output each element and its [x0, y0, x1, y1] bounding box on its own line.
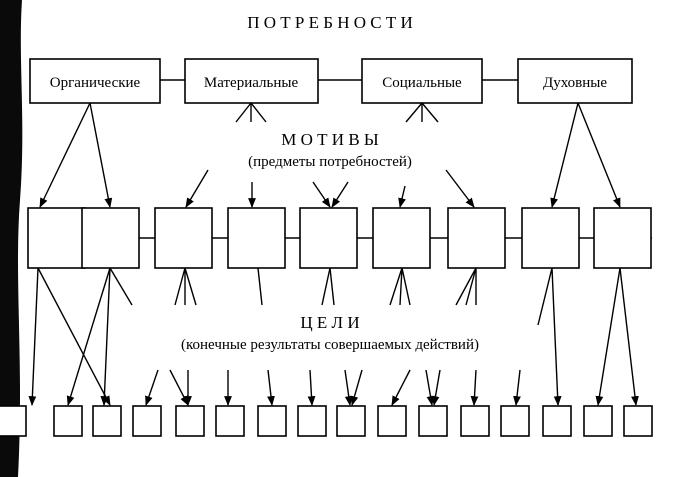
arrow-box1-to-goal [28, 267, 39, 406]
goal-box [53, 405, 83, 437]
arrow-goal [145, 369, 159, 406]
fan-line [399, 267, 403, 306]
arrow-organic-to-box2 [89, 102, 113, 208]
goal-box [215, 405, 245, 437]
motive-box [154, 207, 213, 269]
goal-box [0, 405, 27, 437]
arrow-spiritual-to-box8 [550, 102, 579, 208]
arrow-box1-to-goal [37, 267, 111, 406]
need-box-organic [29, 58, 161, 104]
motive-box [593, 207, 652, 269]
motive-box [81, 207, 140, 269]
arrow-goal [470, 369, 479, 406]
needs-row: Органические Материальные Социальные Дух… [29, 58, 633, 104]
goal-box [583, 405, 613, 437]
arrow-goal [344, 369, 353, 406]
goal-box [175, 405, 205, 437]
goals-subheading: (конечные результаты совершаемых действи… [181, 337, 479, 353]
goal-box [92, 405, 122, 437]
motive-box [447, 207, 506, 269]
fan-line [250, 102, 267, 123]
fan-line [257, 267, 263, 306]
arrow-box2-to-goal [100, 267, 111, 406]
need-label-spiritual: Духовные [543, 75, 607, 91]
goal-box [377, 405, 407, 437]
fan-line [465, 267, 477, 306]
goal-box [336, 405, 366, 437]
fan-line [329, 267, 335, 306]
goal-box [623, 405, 653, 437]
arrow-goal [169, 369, 189, 406]
motive-box [227, 207, 286, 269]
goal-box [297, 405, 327, 437]
arrow-box8-to-goal [551, 267, 562, 406]
fan-line [235, 102, 252, 123]
fan-line [405, 102, 423, 123]
motive-box [521, 207, 580, 269]
motives-subheading: (предметы потребностей) [248, 154, 412, 170]
arrow-box9-to-goal [619, 267, 639, 406]
arrow-motive-to-box3 [185, 169, 209, 208]
fan-line [401, 267, 411, 306]
need-label-material: Материальные [204, 75, 299, 91]
motive-box [299, 207, 358, 269]
goal-box [132, 405, 162, 437]
arrow-goal [307, 369, 316, 406]
fan-line [389, 267, 403, 306]
goal-box [460, 405, 490, 437]
arrow-goal [391, 369, 411, 406]
arrow-motive-to-box5b [331, 181, 349, 208]
fan-line [321, 267, 331, 306]
fan-line [109, 267, 133, 306]
arrow-motive-to-box7 [445, 169, 475, 208]
need-box-spiritual [517, 58, 633, 104]
motive-box [27, 207, 86, 269]
arrow-motive-to-box5 [312, 181, 331, 208]
goal-box [257, 405, 287, 437]
fan-line [537, 267, 553, 326]
fan-line [421, 102, 439, 123]
arrow-goal [431, 369, 441, 406]
goals-heading: Ц Е Л И [300, 313, 359, 332]
arrow-box9-to-goal [595, 267, 621, 406]
motives-heading: М О Т И В Ы [281, 130, 379, 149]
arrow-goal [267, 369, 275, 406]
arrow-goal [513, 369, 521, 406]
page-edge-shadow [0, 0, 23, 477]
need-box-social [361, 58, 483, 104]
goal-box [418, 405, 448, 437]
motive-box [372, 207, 431, 269]
goal-box [500, 405, 530, 437]
need-label-organic: Органические [50, 75, 141, 91]
goal-box [542, 405, 572, 437]
need-label-social: Социальные [382, 75, 462, 91]
fan-line [455, 267, 477, 306]
diagram-title: П О Т Р Е Б Н О С Т И [247, 13, 413, 32]
arrow-goal [350, 369, 363, 406]
fan-line [184, 267, 197, 306]
goals-row [0, 405, 653, 437]
arrow-spiritual-to-box9 [577, 102, 621, 208]
arrow-motive-to-box6 [398, 185, 406, 208]
motives-row [27, 207, 652, 269]
arrow-box2-to-goal [66, 267, 111, 406]
fan-line [174, 267, 186, 306]
arrow-goal [425, 369, 435, 406]
connection-arrows [28, 102, 639, 406]
arrow-organic-to-box1 [39, 102, 91, 208]
